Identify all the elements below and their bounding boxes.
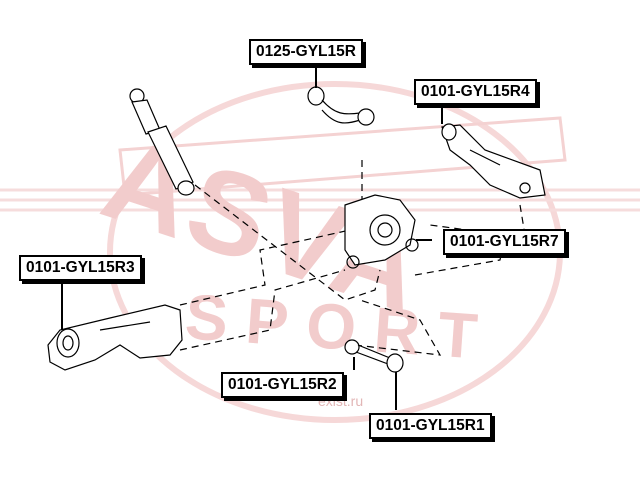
part-label-0101-gyl15r4: 0101-GYL15R4 xyxy=(414,79,537,105)
knuckle xyxy=(344,194,419,269)
part-label-0101-gyl15r3: 0101-GYL15R3 xyxy=(19,255,142,281)
leader-r2 xyxy=(354,299,442,356)
part-label-0101-gyl15r2: 0101-GYL15R2 xyxy=(221,372,344,398)
upper-link xyxy=(307,86,375,126)
lower-arm xyxy=(47,304,183,371)
leader-r3-lower xyxy=(179,269,346,351)
lower-link xyxy=(344,339,404,373)
label-leaders xyxy=(61,62,443,410)
shock-absorber xyxy=(129,88,195,196)
part-label-0101-gyl15r1: 0101-GYL15R1 xyxy=(369,413,492,439)
leader-shock xyxy=(194,184,381,301)
leader-r3 xyxy=(179,229,351,306)
part-label-0101-gyl15r7: 0101-GYL15R7 xyxy=(443,229,566,255)
upper-arm xyxy=(441,123,546,199)
part-label-0125-gyl15r: 0125-GYL15R xyxy=(249,39,363,65)
